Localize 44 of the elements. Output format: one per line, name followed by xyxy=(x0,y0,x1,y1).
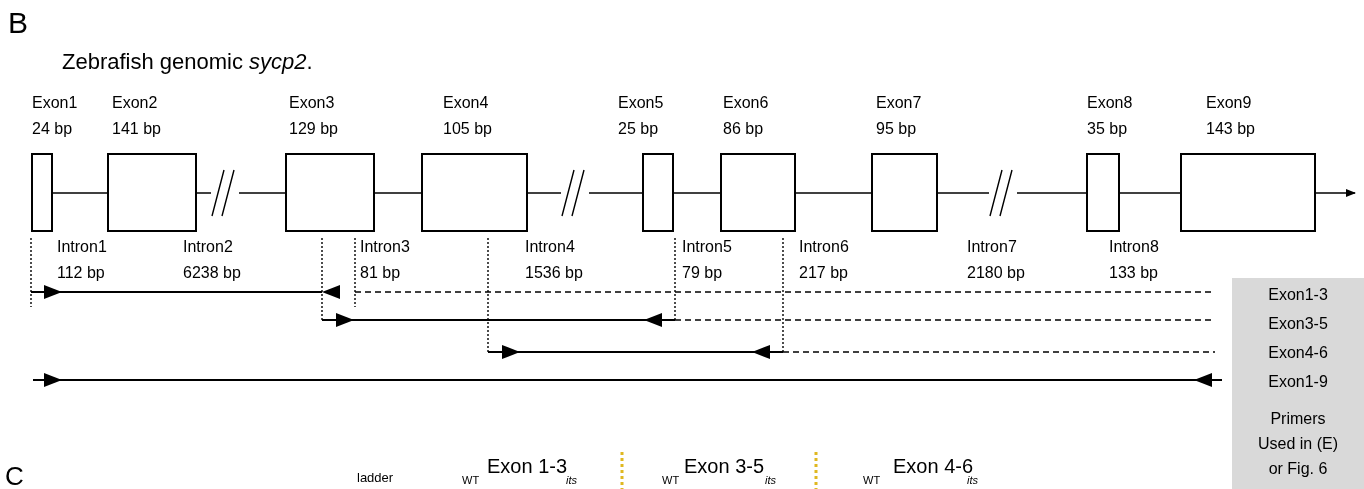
intron-label: Intron5 79 bp xyxy=(682,237,733,283)
lane-label: its xyxy=(967,474,979,487)
primer-label: Exon4-6 xyxy=(1268,343,1328,363)
lane-label: its xyxy=(566,474,578,487)
intron-label: Intron7 2180 bp xyxy=(967,237,1026,283)
intron-label: Intron2 6238 bp xyxy=(183,237,242,283)
intron-line xyxy=(1119,192,1181,194)
panel-letter: B xyxy=(8,6,29,40)
exon-label: Exon1 24 bp xyxy=(32,93,79,139)
intron-label: Intron8 133 bp xyxy=(1109,237,1160,283)
panel-letter: C xyxy=(5,462,25,489)
intron-line xyxy=(673,192,721,194)
primer-panel xyxy=(1232,278,1364,489)
title: Zebrafish genomic sycp2. xyxy=(62,48,313,76)
intron-label: Intron6 217 bp xyxy=(799,237,850,283)
intron-line xyxy=(374,192,422,194)
intron-line xyxy=(937,192,1087,194)
intron-line xyxy=(795,192,872,194)
intron-line xyxy=(52,192,108,194)
lane-label: its xyxy=(765,474,777,487)
arrow xyxy=(1315,189,1356,197)
lane-label: WT xyxy=(662,474,681,487)
primer-label: Primers Used in (E) or Fig. 6 xyxy=(1257,409,1339,479)
intron-label: Intron1 112 bp xyxy=(57,237,108,283)
gel-group-label: Exon 3-5 xyxy=(684,455,765,477)
exon-label: Exon9 143 bp xyxy=(1206,93,1256,139)
lane-label: ladder xyxy=(357,470,395,485)
intron-label: Intron3 81 bp xyxy=(360,237,411,283)
exon-label: Exon7 95 bp xyxy=(876,93,923,139)
lane-label: WT xyxy=(462,474,481,487)
exon-label: Exon6 86 bp xyxy=(723,93,770,139)
intron-label: Intron4 1536 bp xyxy=(525,237,584,283)
gel-group-label: Exon 4-6 xyxy=(893,455,974,477)
exon-label: Exon3 129 bp xyxy=(289,93,339,139)
exon-label: Exon2 141 bp xyxy=(112,93,162,139)
primer-label: Exon3-5 xyxy=(1268,314,1328,334)
lane-label: WT xyxy=(863,474,882,487)
gel-group-label: Exon 1-3 xyxy=(487,455,568,477)
exon-label: Exon4 105 bp xyxy=(443,93,493,139)
exon-label: Exon5 25 bp xyxy=(618,93,665,139)
exon-label: Exon8 35 bp xyxy=(1087,93,1134,139)
primer-label: Exon1-9 xyxy=(1268,372,1328,392)
primer-label: Exon1-3 xyxy=(1268,285,1328,305)
intron-line xyxy=(527,192,643,194)
